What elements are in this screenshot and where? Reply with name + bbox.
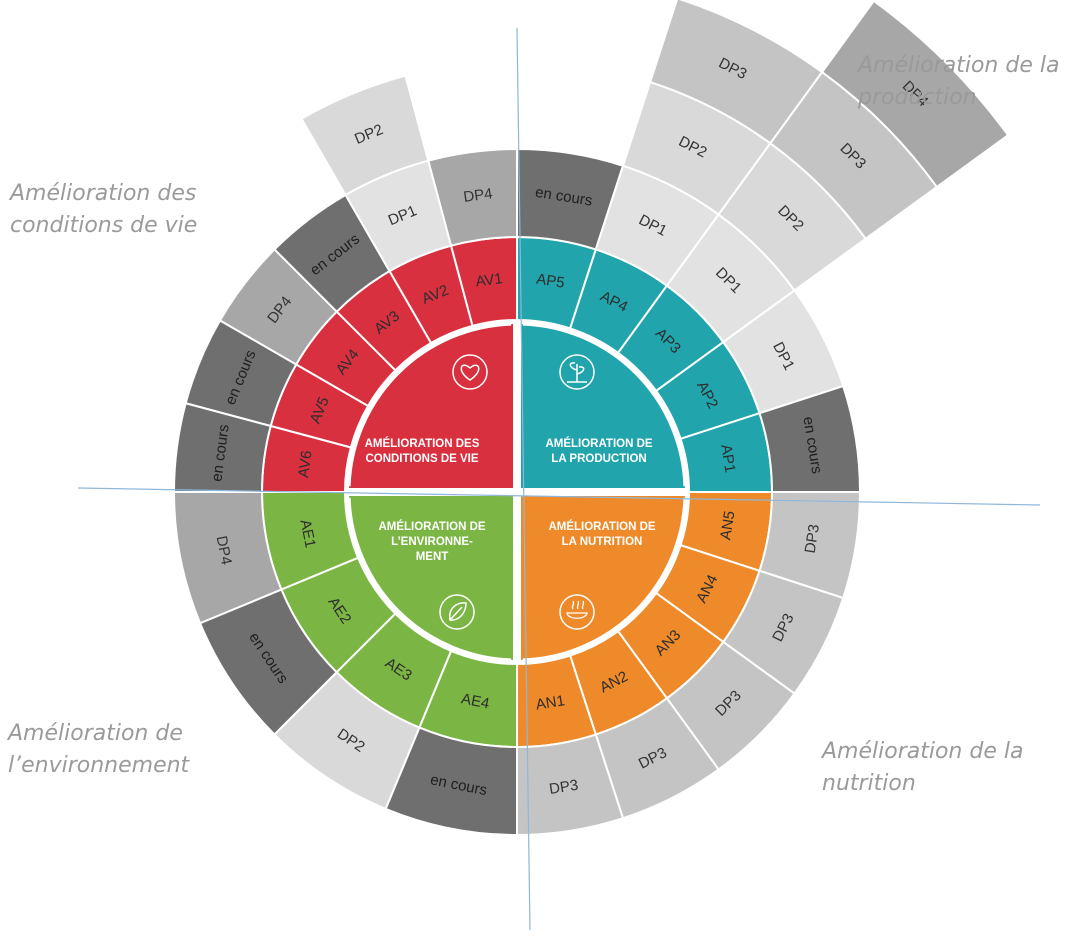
- plant-icon: [559, 354, 595, 390]
- title-line: AMÉLIORATION DE: [548, 520, 655, 533]
- core-divider: [347, 322, 512, 487]
- segment-code-label: AV1: [475, 270, 504, 290]
- quadrant-title: AMÉLIORATION DES CONDITIONS DE VIE: [365, 437, 480, 465]
- segment-code-label: AN1: [535, 692, 566, 713]
- quadrant-title: AMÉLIORATION DE LA PRODUCTION: [545, 437, 652, 465]
- quadrant-title: AMÉLIORATION DE L’ENVIRONNE- MENT: [378, 520, 485, 563]
- status-band-av2: [300, 74, 430, 197]
- status-band-ae2: [198, 588, 339, 736]
- title-line: AMÉLIORATION DE: [378, 520, 485, 533]
- status-label: DP4: [462, 185, 493, 206]
- core-nutrition: [517, 492, 685, 660]
- status-label: DP3: [802, 523, 823, 554]
- axis-line-vertical: [516, 27, 531, 931]
- label-conditions-de-vie: Amélioration des conditions de vie: [10, 178, 197, 242]
- title-line: AMÉLIORATION DE: [545, 437, 652, 450]
- core-divider: [522, 497, 687, 662]
- segment-code-label: AE4: [460, 690, 491, 712]
- core-divider: [522, 322, 687, 487]
- status-band-an1: [516, 733, 625, 837]
- status-label: DP3: [548, 777, 579, 798]
- status-band-ae1: [172, 491, 283, 625]
- label-environnement: Amélioration de l’environnement: [8, 718, 189, 782]
- segment-code-label: AP1: [717, 443, 738, 474]
- label-line: l’environnement: [8, 753, 190, 778]
- segment-code-label: AV6: [295, 450, 315, 479]
- segment-code-label: AP5: [535, 271, 566, 292]
- status-band-ap3: [820, 0, 1010, 189]
- axis-line-horizontal: [77, 487, 1041, 506]
- label-line: nutrition: [822, 771, 916, 796]
- label-line: conditions de vie: [10, 213, 198, 238]
- core-production: [517, 324, 685, 492]
- status-band-ae4: [384, 726, 518, 837]
- status-band-ae3: [273, 670, 421, 811]
- core-environnement: [349, 492, 517, 660]
- heart-icon: [452, 354, 488, 390]
- label-nutrition: Amélioration de la nutrition: [822, 736, 1023, 800]
- title-line: L’ENVIRONNE-: [391, 536, 473, 548]
- label-line: Amélioration de la: [858, 53, 1060, 78]
- segment-code-label: AN5: [717, 510, 738, 541]
- center-divider-horizontal: [345, 488, 689, 496]
- status-band-av6: [172, 402, 272, 493]
- label-line: Amélioration de la: [822, 739, 1024, 764]
- label-production: Amélioration de la production: [858, 50, 1059, 114]
- core-divider: [347, 497, 512, 662]
- quadrant-title: AMÉLIORATION DE LA NUTRITION: [548, 520, 655, 548]
- label-line: Amélioration des: [10, 181, 197, 206]
- bowl-icon: [559, 594, 595, 630]
- status-band-av3: [273, 193, 391, 314]
- segment-code-label: AE1: [296, 518, 318, 549]
- label-line: production: [858, 85, 977, 110]
- title-line: MENT: [416, 551, 449, 563]
- status-band-av4: [218, 248, 339, 366]
- title-line: LA PRODUCTION: [551, 453, 646, 465]
- title-line: AMÉLIORATION DES: [365, 437, 480, 450]
- label-line: Amélioration de: [8, 721, 183, 746]
- status-band-av5: [184, 319, 298, 428]
- title-line: CONDITIONS DE VIE: [365, 453, 478, 465]
- leaf-icon: [439, 594, 475, 630]
- status-label: DP4: [213, 534, 235, 566]
- title-line: LA NUTRITION: [562, 536, 643, 548]
